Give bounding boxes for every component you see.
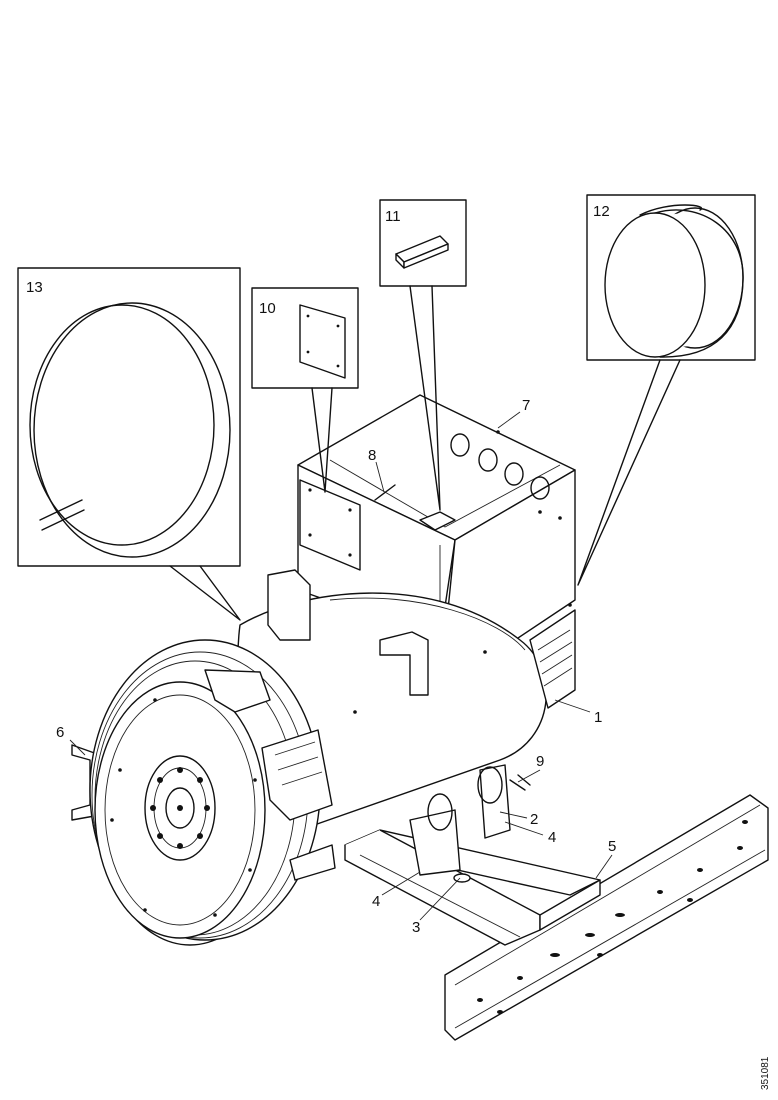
callout-9: 9: [536, 753, 544, 770]
base-frame: [344, 794, 769, 1041]
generator-body: [71, 569, 576, 946]
callout-13: 13: [26, 279, 43, 296]
detail-box-11: [379, 199, 467, 511]
callout-8: 8: [368, 447, 376, 464]
detail-box-10: [251, 287, 359, 493]
callout-2: 2: [530, 811, 538, 828]
callout-7: 7: [522, 397, 530, 414]
detail-box-13: [17, 267, 241, 621]
callout-11: 11: [385, 208, 401, 225]
callout-10: 10: [259, 300, 276, 317]
detail-box-12: [577, 194, 756, 586]
callout-1: 1: [594, 709, 602, 726]
callout-12: 12: [593, 203, 610, 220]
callout-4-left: 4: [372, 893, 380, 910]
callout-5: 5: [608, 838, 616, 855]
callout-4-right: 4: [548, 829, 556, 846]
callout-6: 6: [56, 724, 64, 741]
document-number: 351081: [760, 1056, 771, 1090]
callout-3: 3: [412, 919, 420, 936]
leader-lines: [69, 411, 613, 921]
